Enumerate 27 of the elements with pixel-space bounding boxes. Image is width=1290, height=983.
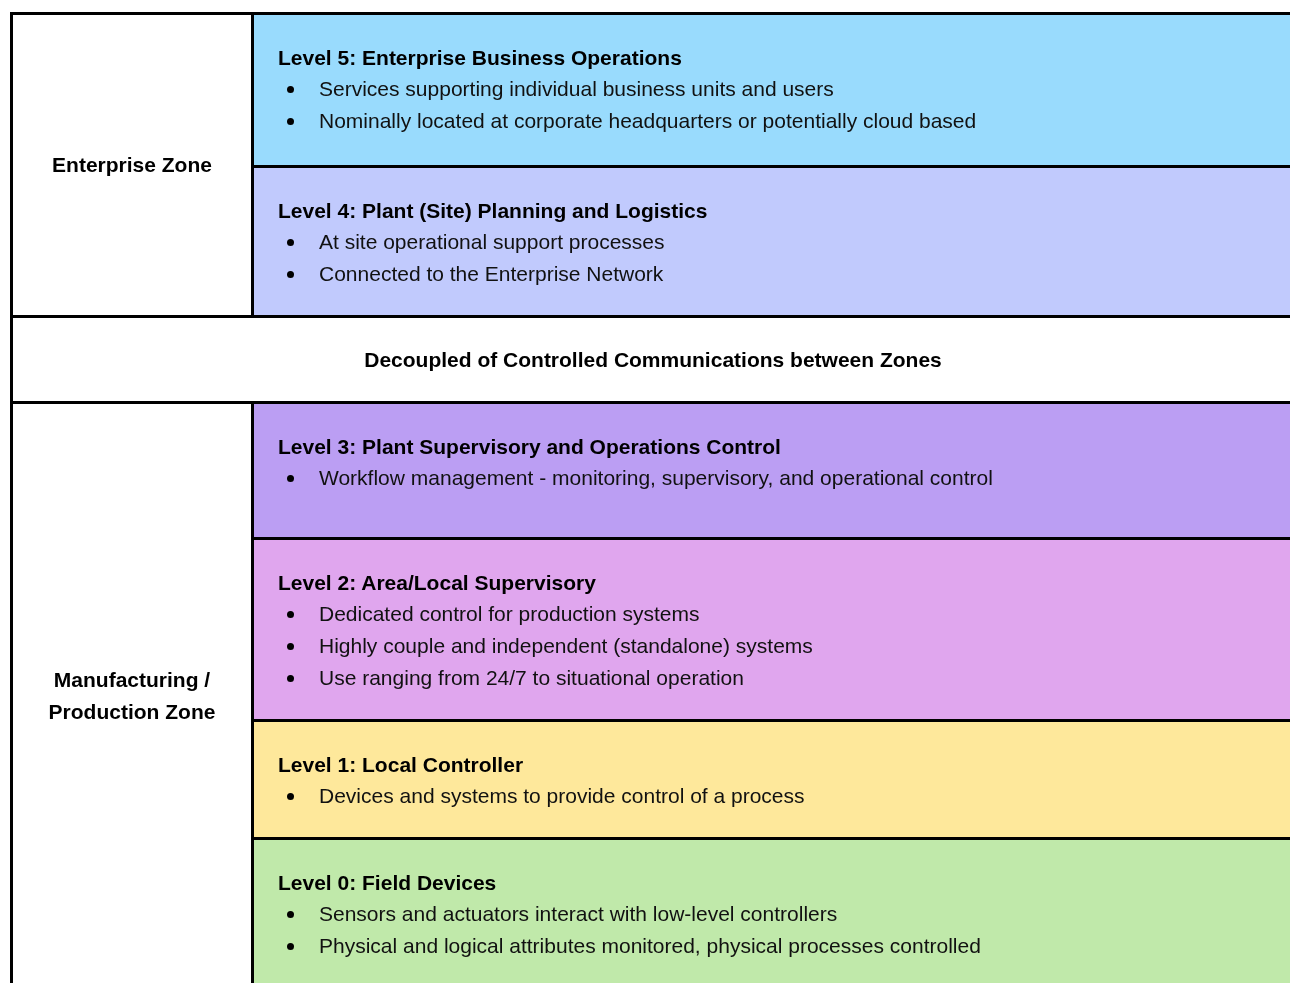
level-heading: Level 0: Field Devices	[278, 870, 497, 896]
bullet-item: Devices and systems to provide control of a process	[278, 780, 805, 812]
level-band	[251, 837, 1290, 983]
level-band	[251, 401, 1290, 540]
level-band	[251, 719, 1290, 840]
zone-box	[10, 12, 254, 318]
level-heading: Level 1: Local Controller	[278, 752, 524, 778]
level-heading: Level 5: Enterprise Business Operations	[278, 45, 682, 71]
bullet-item: Nominally located at corporate headquarters or potentially cloud based	[278, 105, 977, 137]
level-band	[251, 537, 1290, 722]
level-heading: Level 4: Plant (Site) Planning and Logistics	[278, 198, 708, 224]
level-heading: Level 3: Plant Supervisory and Operations Control	[278, 434, 781, 460]
bullet-item: Highly couple and independent (standalone) systems	[278, 630, 813, 662]
zone-title: Enterprise Zone	[51, 152, 213, 178]
bullet-item: Dedicated control for production systems	[278, 598, 700, 630]
bullet-item: Physical and logical attributes monitored, physical processes controlled	[278, 930, 981, 962]
bullet-item: Workflow management - monitoring, supervisory, and operational control	[278, 462, 993, 494]
bullet-item: Services supporting individual business units and users	[278, 73, 834, 105]
bullet-item: Sensors and actuators interact with low-level controllers	[278, 898, 838, 930]
level-heading: Level 2: Area/Local Supervisory	[278, 570, 596, 596]
level-band	[251, 12, 1290, 168]
bullet-item: Connected to the Enterprise Network	[278, 258, 664, 290]
level-band	[251, 165, 1290, 318]
bullet-item: Use ranging from 24/7 to situational operation	[278, 662, 744, 694]
band-title: Decoupled of Controlled Communications between Zones	[363, 346, 943, 373]
bullet-item: At site operational support processes	[278, 226, 665, 258]
zone-title: Manufacturing / Production Zone	[47, 667, 217, 725]
